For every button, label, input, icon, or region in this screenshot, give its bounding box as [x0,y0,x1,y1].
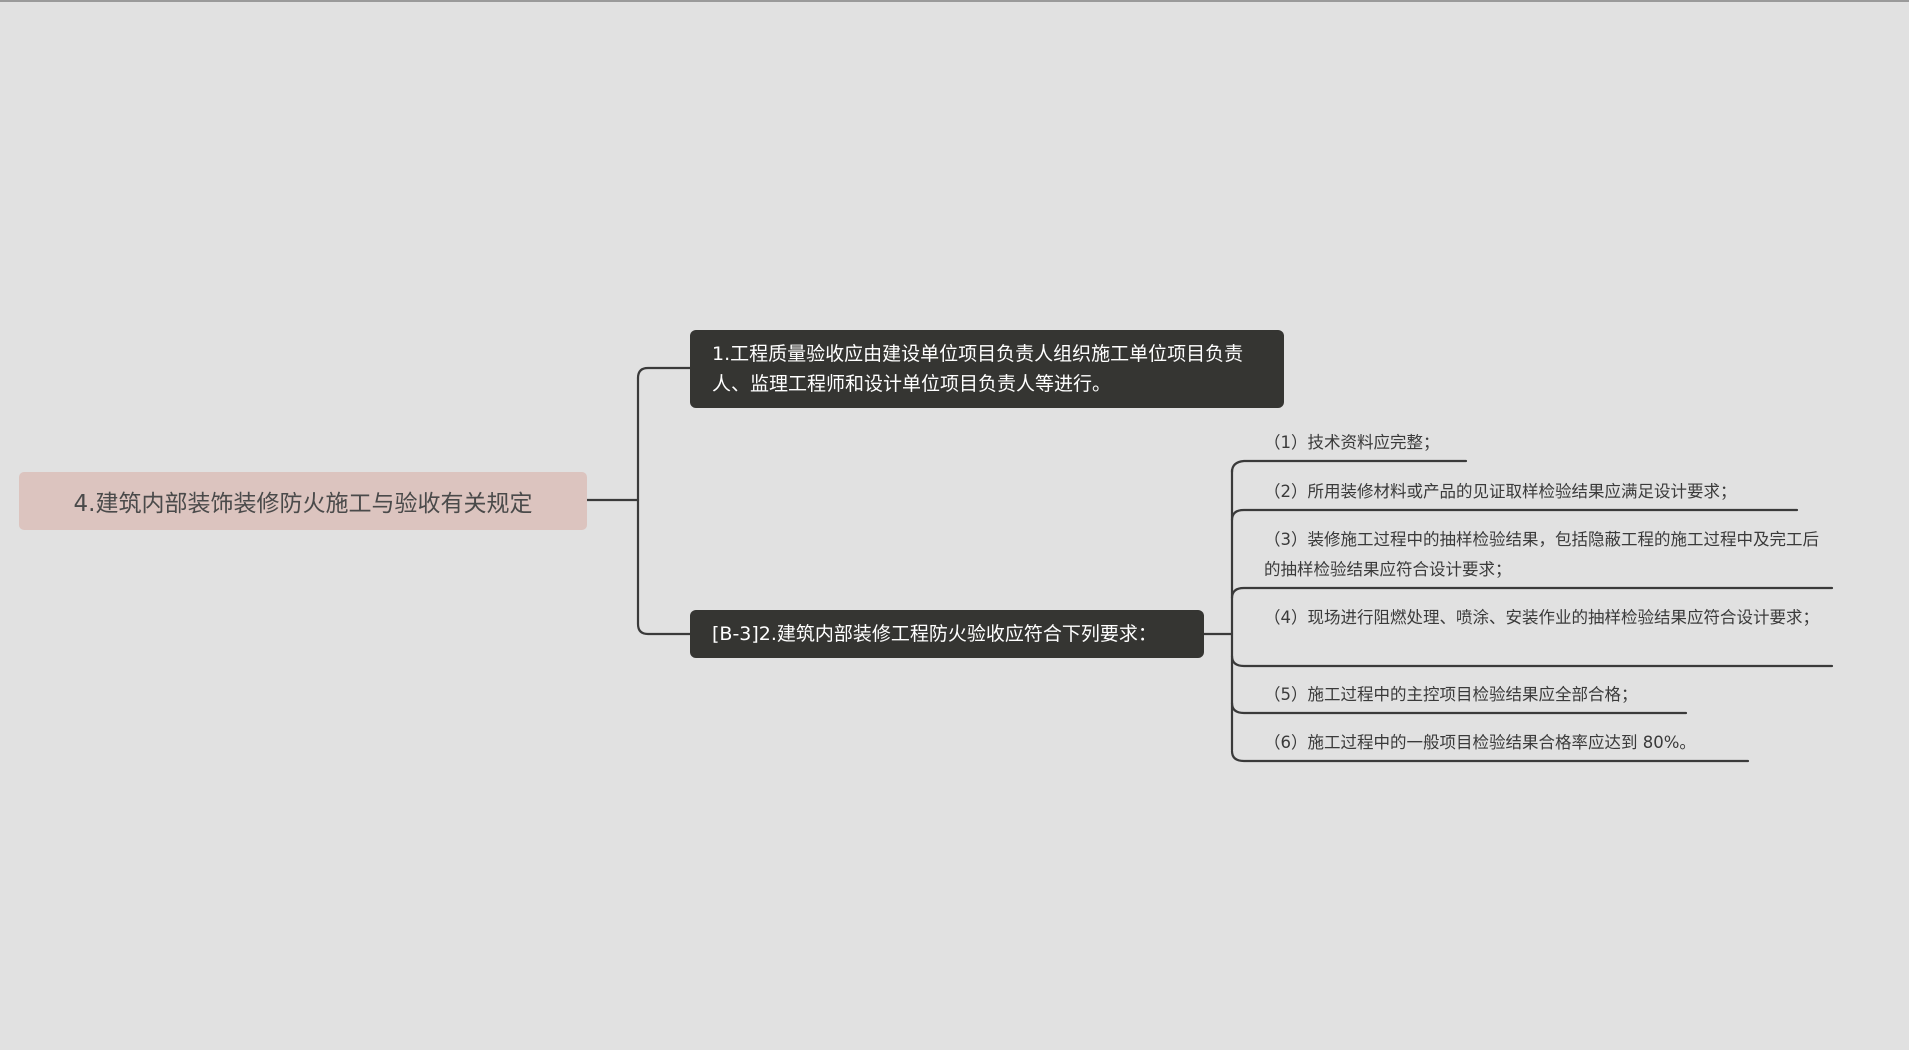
subtopic-3[interactable]: （3）装修施工过程中的抽样检验结果，包括隐蔽工程的施工过程中及完工后的抽样检验结… [1264,530,1819,579]
subtopic-4[interactable]: （4）现场进行阻燃处理、喷涂、安装作业的抽样检验结果应符合设计要求； [1264,608,1819,627]
leaf-underline-1 [1230,459,1468,474]
top-border [0,0,1909,2]
branch-topic-1[interactable]: 1.工程质量验收应由建设单位项目负责人组织施工单位项目负责人、监理工程师和设计单… [690,330,1284,408]
leaf-underline-6 [1230,749,1750,763]
branch-topic-2[interactable]: [B-3]2.建筑内部装修工程防火验收应符合下列要求： [690,610,1204,658]
subtopic-2[interactable]: （2）所用装修材料或产品的见证取样检验结果应满足设计要求； [1264,482,1737,501]
subtopic-1[interactable]: （1）技术资料应完整； [1264,433,1440,452]
leaf-underline-4 [1230,654,1834,668]
connector-spine-upper [636,366,692,380]
leaf-underline-5 [1230,701,1688,715]
root-topic[interactable]: 4.建筑内部装饰装修防火施工与验收有关规定 [19,472,587,530]
leaf-underline-2 [1230,508,1799,522]
connector-spine-lower [636,376,692,636]
subtopic-6[interactable]: （6）施工过程中的一般项目检验结果合格率应达到 80%。 [1264,733,1696,752]
subtopic-5[interactable]: （5）施工过程中的主控项目检验结果应全部合格； [1264,685,1638,704]
leaf-underline-3 [1230,586,1834,600]
